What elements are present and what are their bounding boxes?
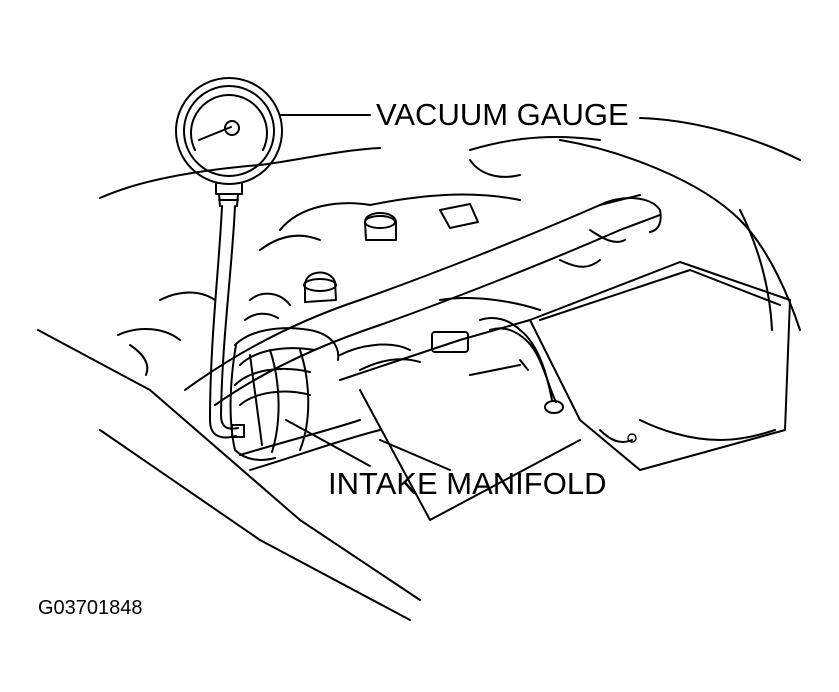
- figure-code: G03701848: [38, 597, 143, 619]
- vacuum-gauge-label: VACUUM GAUGE: [376, 97, 629, 132]
- intake-manifold-label: INTAKE MANIFOLD: [328, 466, 607, 501]
- strut-brace: [184, 194, 662, 406]
- vehicle-body-outline: [37, 117, 801, 621]
- vacuum-gauge: [175, 77, 283, 439]
- manifold-leader-line: [285, 419, 371, 467]
- engine-components: [117, 159, 791, 521]
